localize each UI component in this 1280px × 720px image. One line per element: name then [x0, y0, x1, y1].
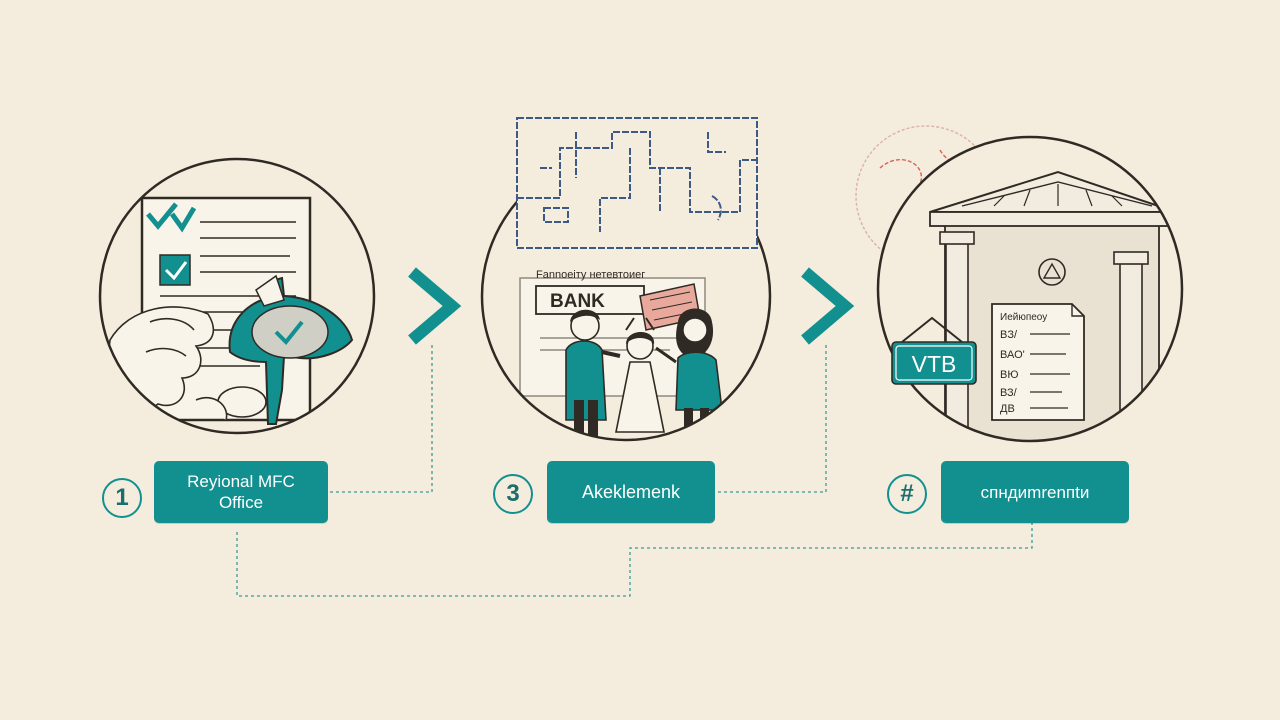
- bank-caption-text: Fannoеiту нетевтоиег: [536, 269, 645, 281]
- vtb-sign-text: VTB: [912, 351, 957, 377]
- svg-text:ВЗ/: ВЗ/: [1000, 387, 1018, 399]
- bank-sign-text: BANK: [550, 291, 605, 312]
- dashed-connectors: [236, 343, 1033, 597]
- chevron-right-icon: [408, 267, 462, 345]
- step-3-illustration: Иейюпеоу BЗ/ ВАО' ВЮ ВЗ/ ДВ VTB: [855, 125, 1184, 443]
- step-label-3[interactable]: спндиmrenпtи: [941, 461, 1129, 523]
- vtb-sign: [891, 341, 977, 385]
- step-label-1[interactable]: Reyional MFC Office: [154, 461, 328, 523]
- chevron-right-icon: [801, 267, 855, 345]
- child-figure: [615, 317, 665, 433]
- mortgage-document: Иейюпеоу BЗ/ ВАО' ВЮ ВЗ/ ДВ: [991, 303, 1085, 421]
- floor-plan-sketch: [516, 117, 758, 249]
- connector-1-to-2: [330, 343, 433, 493]
- step-label-1-text: Reyional MFC Office: [187, 472, 295, 512]
- svg-text:ВАО': ВАО': [1000, 349, 1025, 361]
- connector-bottom-loop: [236, 522, 1033, 597]
- step-label-2[interactable]: Akeklemenk: [547, 461, 715, 523]
- stamp-icon: [228, 274, 354, 425]
- checkmark-icon: [146, 202, 178, 230]
- bank-emblem-icon: [1038, 258, 1066, 286]
- svg-text:ДВ: ДВ: [1000, 403, 1015, 415]
- svg-text:ВЮ: ВЮ: [1000, 369, 1018, 381]
- step-label-2-text: Akeklemenk: [581, 481, 681, 502]
- step-number-3: #: [887, 474, 927, 514]
- connector-2-to-3: [718, 343, 827, 493]
- svg-text:BЗ/: BЗ/: [1000, 329, 1018, 341]
- step-2-illustration: BANK: [480, 117, 772, 442]
- svg-text:Иейюпеоу: Иейюпеоу: [1000, 312, 1047, 323]
- step-label-3-text: спндиmrenпtи: [980, 482, 1090, 502]
- woman-figure: [655, 308, 723, 438]
- man-figure: [565, 309, 621, 440]
- step-number-1: 1: [102, 478, 142, 518]
- step-number-2: 3: [493, 474, 533, 514]
- step-1-illustration: [98, 157, 376, 435]
- checkbox-icon: [159, 254, 191, 286]
- bank-sign: [535, 285, 645, 315]
